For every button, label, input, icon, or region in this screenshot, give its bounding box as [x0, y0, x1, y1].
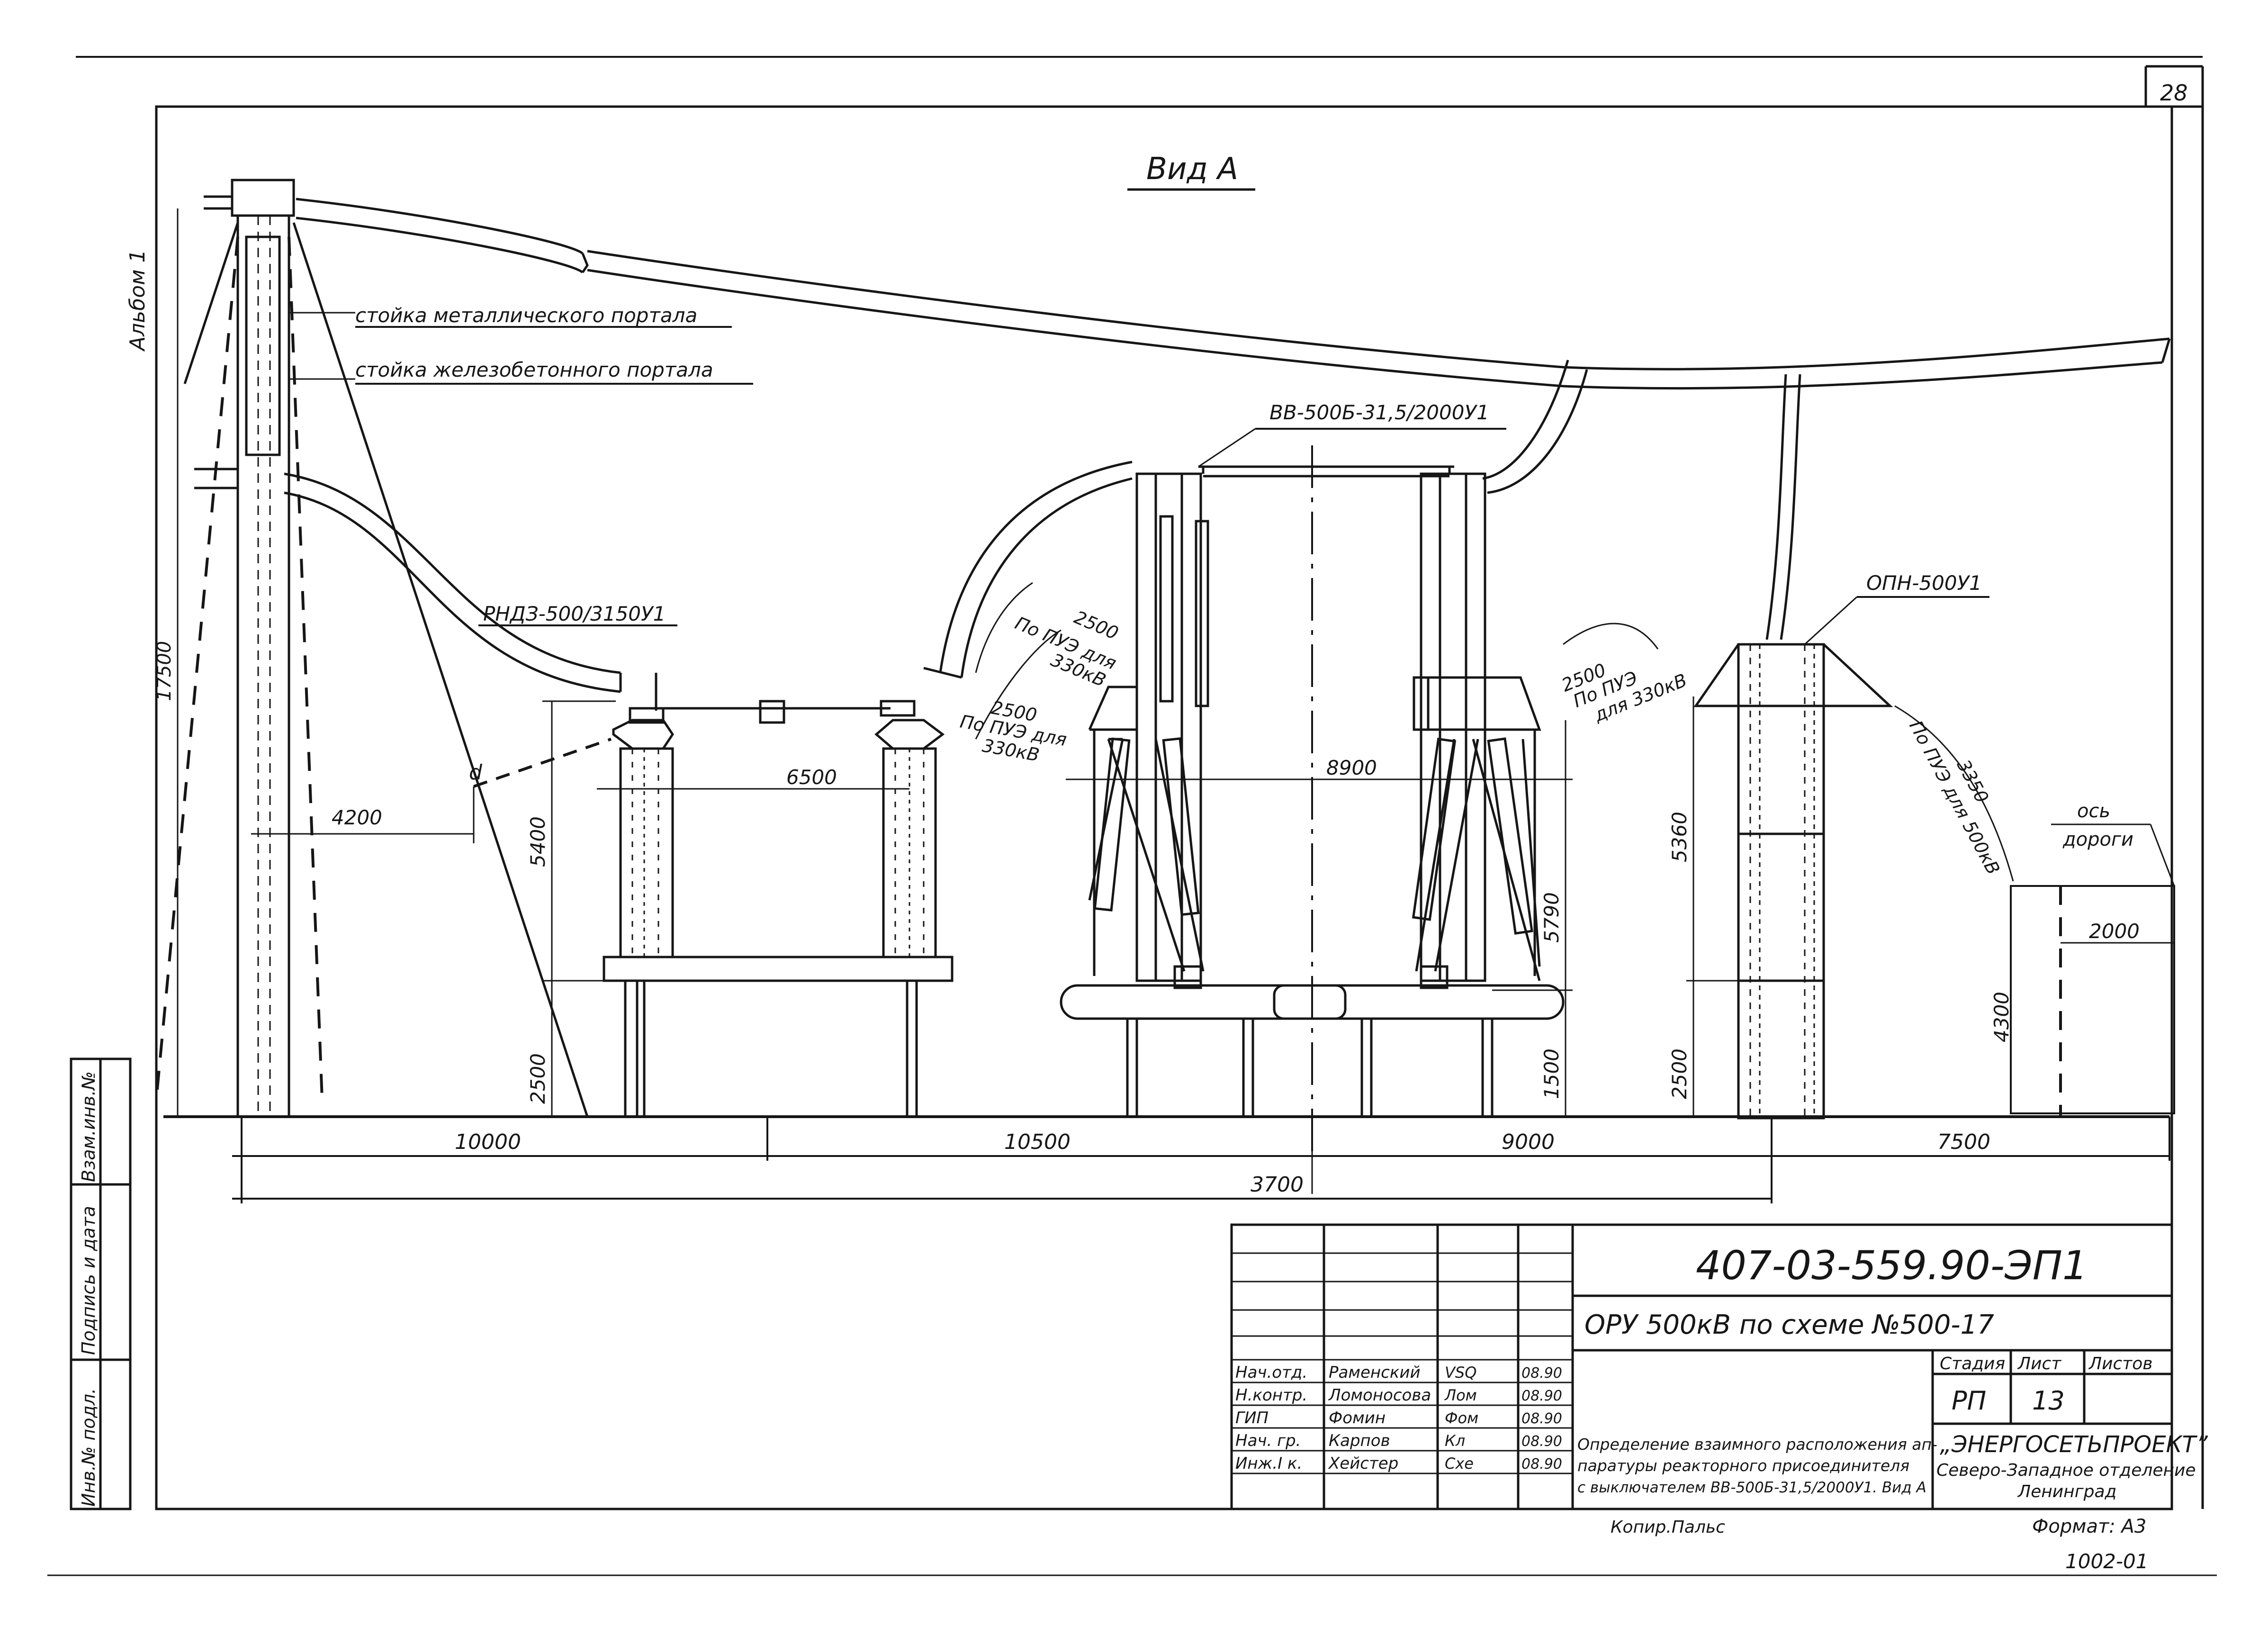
portal-posts: [155, 179, 589, 1117]
org-name: „ЭНЕРГОСЕТЬПРОЕКТ”: [1940, 1431, 2208, 1458]
role-0: Нач.отд.: [1235, 1363, 1307, 1382]
date-2: 08.90: [1521, 1410, 1562, 1427]
label-road-axis-2: дороги: [2062, 829, 2133, 850]
sheets-header: Листов: [2088, 1354, 2152, 1373]
sheet-frame: [47, 56, 2217, 1576]
sheet-header: Лист: [2017, 1354, 2061, 1373]
sheet-number: 28: [2160, 80, 2188, 106]
surge-arrester: [1693, 374, 1893, 1120]
footer-code: 1002-01: [2065, 1550, 2149, 1573]
label-road-axis-1: ось: [2077, 800, 2110, 822]
date-1: 08.90: [1521, 1388, 1562, 1404]
dim-2000: 2000: [2089, 920, 2140, 943]
label-breaker: ВВ-500Б-31,5/2000У1: [1269, 401, 1489, 424]
object-name: ОРУ 500кВ по схеме №500-17: [1584, 1310, 1994, 1340]
side-stamp: [70, 1057, 132, 1510]
name-2: Фомин: [1329, 1409, 1386, 1427]
name-3: Карпов: [1329, 1431, 1390, 1450]
dim-2500-right: 2500: [1668, 1048, 1691, 1099]
title-block: [1230, 1223, 2173, 1510]
role-2: ГИП: [1235, 1409, 1269, 1427]
description-line-1: Определение взаимного расположения ап-: [1577, 1435, 1937, 1454]
label-concrete-post: стойка железобетонного портала: [355, 358, 713, 381]
sign-3: Кл: [1445, 1432, 1465, 1450]
sheet-value: 13: [2032, 1386, 2065, 1416]
stage-header: Стадия: [1940, 1354, 2005, 1373]
drop-conductor-left: [284, 472, 622, 693]
doc-code: 407-03-559.90-ЭП1: [1696, 1242, 2088, 1289]
sign-2: Фом: [1445, 1409, 1478, 1427]
label-point-d: d: [469, 760, 483, 785]
bottom-dimensions: [232, 1117, 2170, 1203]
org-branch: Северо-Западное отделение: [1936, 1461, 2196, 1480]
sign-4: Схе: [1445, 1454, 1474, 1472]
dim-10000: 10000: [455, 1130, 521, 1154]
org-city: Ленинград: [2017, 1482, 2116, 1501]
dim-2500-left: 2500: [526, 1053, 549, 1104]
label-disconnector: РНДЗ-500/3150У1: [483, 602, 666, 625]
dim-4200: 4200: [332, 806, 382, 829]
description-line-2: паратуры реакторного присоединителя: [1577, 1456, 1909, 1475]
copied-by: Копир.Пальс: [1611, 1518, 1725, 1537]
sign-0: VSQ: [1445, 1364, 1476, 1382]
date-4: 08.90: [1521, 1456, 1562, 1472]
role-4: Инж.I к.: [1235, 1454, 1302, 1473]
dim-5360: 5360: [1668, 812, 1691, 862]
dim-5400: 5400: [526, 816, 549, 867]
date-0: 08.90: [1521, 1365, 1562, 1382]
view-title: Вид А: [1146, 152, 1238, 187]
album-label: Альбом 1: [126, 250, 150, 352]
description-line-3: с выключателем ВВ-500Б-31,5/2000У1. Вид …: [1577, 1479, 1926, 1496]
name-1: Ломоносова: [1328, 1386, 1431, 1405]
disconnector: [478, 624, 954, 1117]
sign-1: Лом: [1444, 1386, 1477, 1404]
side-stamp-inv: Инв.№ подл.: [78, 1388, 99, 1507]
dim-7500: 7500: [1937, 1130, 1990, 1154]
label-metal-post: стойка металлического портала: [355, 304, 697, 327]
label-arrester: ОПН-500У1: [1866, 571, 1982, 595]
dim-17500: 17500: [153, 641, 175, 701]
role-3: Нач. гр.: [1235, 1431, 1301, 1450]
dim-6500: 6500: [786, 766, 837, 789]
circuit-breaker: [923, 360, 1588, 1117]
side-stamp-replace: Взам.инв.№: [78, 1071, 99, 1182]
dim-5790: 5790: [1540, 892, 1563, 943]
stage-value: РП: [1952, 1386, 1986, 1416]
overhead-busbar: [296, 198, 2171, 390]
dim-8900: 8900: [1326, 756, 1377, 779]
dim-1500: 1500: [1540, 1048, 1563, 1099]
side-stamp-sign: Подпись и дата: [78, 1206, 99, 1355]
date-3: 08.90: [1521, 1433, 1562, 1450]
role-1: Н.контр.: [1235, 1386, 1307, 1405]
paper-format: Формат: А3: [2032, 1516, 2146, 1537]
dim-9000: 9000: [1502, 1130, 1555, 1154]
name-4: Хейстер: [1328, 1454, 1398, 1473]
name-0: Раменский: [1329, 1363, 1421, 1382]
dim-4300: 4300: [1990, 992, 2013, 1042]
dim-3700: 3700: [1251, 1173, 1304, 1197]
dim-10500: 10500: [1004, 1130, 1071, 1154]
road-zone: [2010, 823, 2175, 1117]
